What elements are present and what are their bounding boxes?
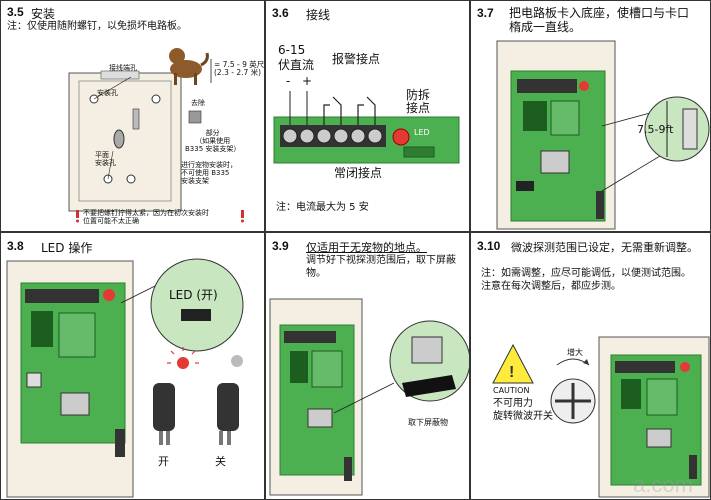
panel-led-operation: 3.8 LED 操作: [0, 232, 265, 500]
current-note: 注：电流最大为 5 安: [276, 202, 369, 213]
section-subtitle: 调节好下视探测范围后，取下屏蔽 物。: [306, 255, 456, 279]
label-height: = 7.5 - 9 英尺 (2.3 - 2.7 米): [214, 60, 265, 77]
label-dc-power: 6-15 伏直流: [278, 43, 315, 72]
label-remove: 去除: [191, 99, 205, 107]
label-mount-hole: 安装孔: [97, 89, 118, 97]
zoom-bubble: [150, 258, 244, 352]
label-led: LED: [414, 128, 430, 137]
board-in-base: [496, 40, 710, 230]
label-pet-mount: 进行宠物安装时， 不可使用 B335 安装支架: [181, 161, 237, 185]
microwave-diagram: !: [492, 336, 710, 498]
panel-install: 3.5 安装 注：仅使用随附螺钉，以免损坏电路板。: [0, 0, 265, 232]
warning-text: 不要把螺钉拧得太紧，因为在初次安装时 位置可能不太正确: [83, 209, 209, 225]
increase-label: 增大: [567, 348, 583, 357]
label-plus: +: [302, 74, 313, 88]
warning-icon: [76, 210, 244, 223]
panel-board-insert: 3.7 把电路板卡入底座，使槽口与卡口 楕成一直线。 7.5-9ft: [470, 0, 711, 232]
led-indicator: [392, 128, 410, 146]
section-title: 接线: [306, 8, 331, 22]
caution-text: 不可用力 旋转微波开关: [493, 398, 553, 422]
section-title: 安装: [31, 7, 56, 21]
label-terminal-hole: 接线端孔: [109, 64, 137, 72]
caution-label: CAUTION: [493, 386, 530, 395]
section-title: 微波探测范围已设定，无需重新调整。: [511, 241, 698, 254]
panel-wiring: 3.6 接线 6-15 伏直流 - + 报警接点 防拆 接点: [265, 0, 470, 232]
label-minus: -: [286, 74, 291, 88]
label-nc-contact: 常闭接点: [334, 166, 383, 180]
terminal-screws: [280, 125, 386, 147]
section-title: 仅适用于无宠物的地点。: [306, 241, 427, 254]
led-diagram: [6, 258, 244, 498]
label-on: 开: [158, 455, 169, 468]
dog-icon: [169, 48, 209, 85]
label-off: 关: [215, 455, 226, 468]
label-part: 部分 （如果使用 B335 安装支架）: [185, 129, 241, 153]
label-flat-mount: 平面 安装孔: [95, 151, 116, 167]
section-title: LED 操作: [41, 241, 93, 255]
section-number: 3.6: [272, 6, 289, 20]
section-title: 把电路板卡入底座，使槽口与卡口 楕成一直线。: [509, 6, 690, 34]
caution-icon: [492, 343, 534, 384]
section-number: 3.5: [7, 5, 24, 19]
label-tamper-contact: 防拆 接点: [406, 88, 431, 115]
bubble-label: LED (开): [169, 288, 218, 302]
watermark: a.com: [633, 472, 693, 497]
shield-diagram: [269, 298, 469, 496]
shield-caption: 取下屏蔽物: [408, 418, 448, 427]
terminal-block: [273, 91, 460, 164]
adjust-note: 注：如需调整，应尽可能调低，以便测试范围。 注意在每次调整后，都应步测。: [481, 268, 691, 292]
jumper-on-icon: [153, 383, 175, 445]
panel-microwave: 3.10 微波探测范围已设定，无需重新调整。 注：如需调整，应尽可能调低，以便测…: [470, 232, 711, 500]
section-number: 3.8: [7, 239, 24, 253]
section-number: 3.9: [272, 239, 289, 253]
section-number: 3.7: [477, 6, 494, 20]
base-diagram: [68, 48, 244, 223]
led-off-icon: [231, 355, 243, 367]
label-alarm-contact: 报警接点: [332, 52, 381, 66]
dim-label: 7.5-9ft: [637, 123, 674, 136]
section-number: 3.10: [477, 239, 501, 253]
led-on-icon: [167, 347, 199, 369]
svg-text:!: !: [509, 364, 514, 381]
panel-shield: 3.9 仅适用于无宠物的地点。 调节好下视探测范围后，取下屏蔽 物。 取下屏蔽物: [265, 232, 470, 500]
jumper-off-icon: [217, 383, 239, 445]
install-note: 注：仅使用随附螺钉，以免损坏电路板。: [7, 21, 187, 32]
